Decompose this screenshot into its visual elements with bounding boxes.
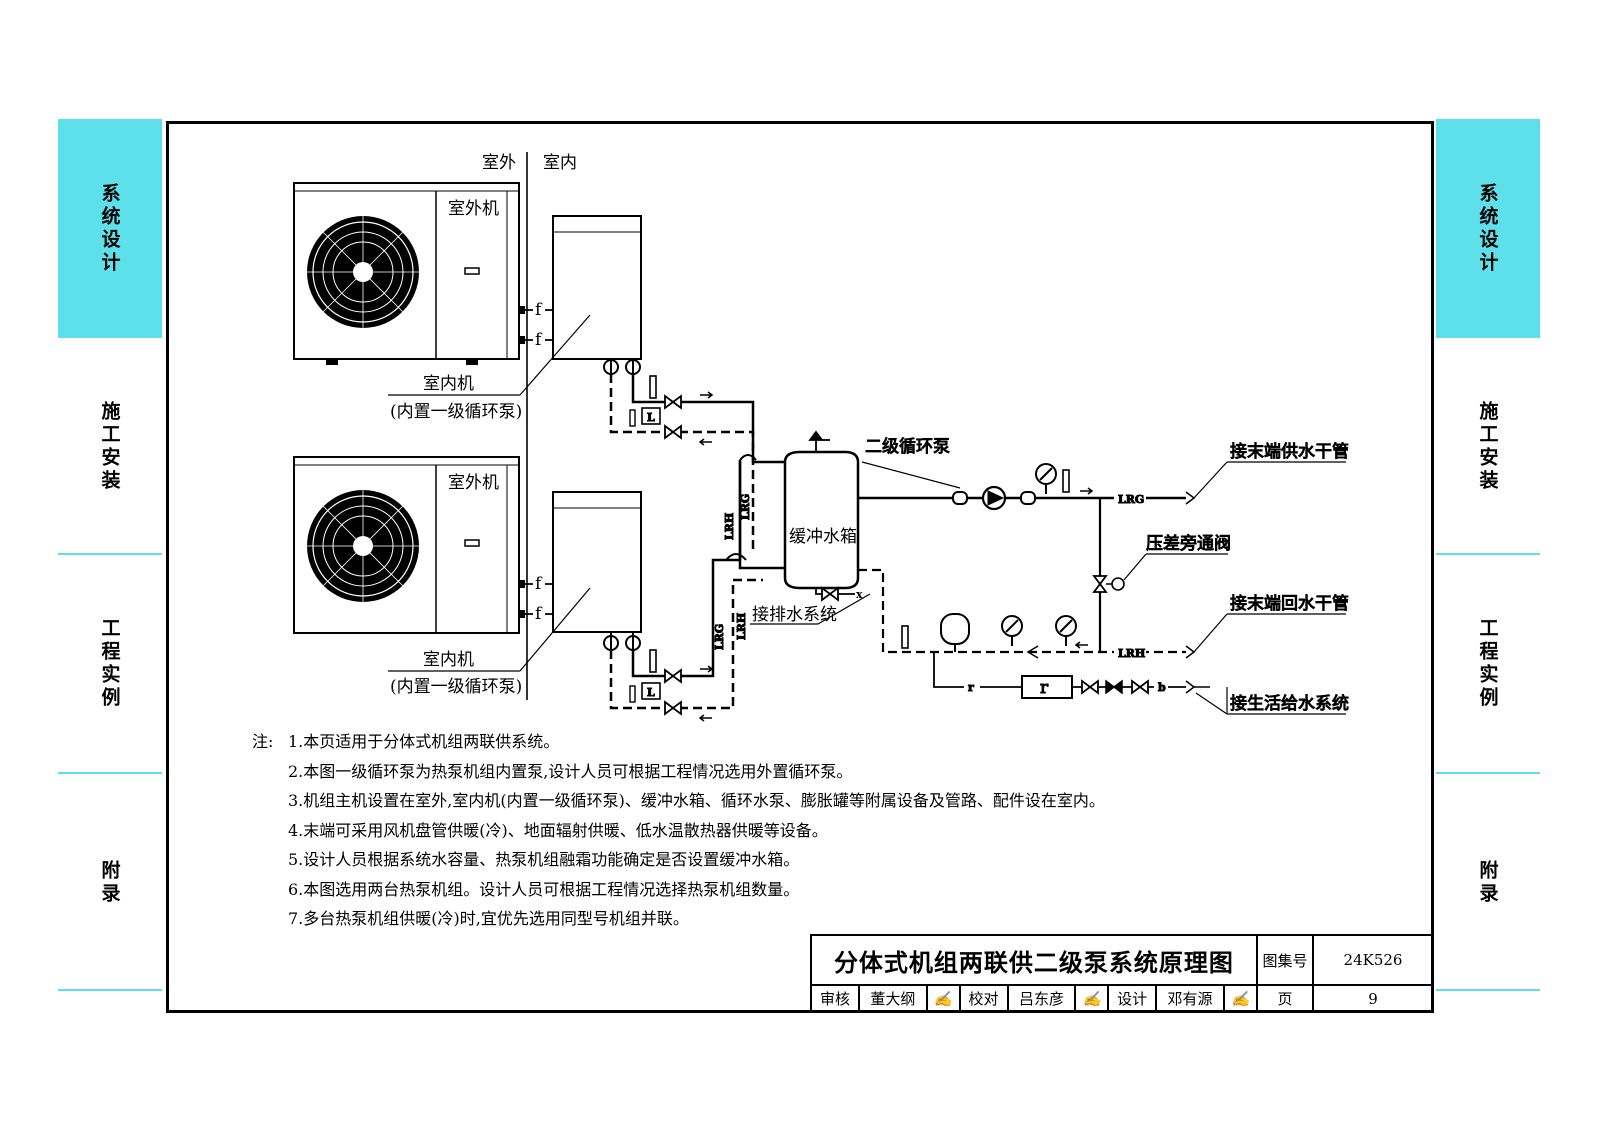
notes-heading: 注:: [252, 732, 274, 751]
check-label: 校对: [958, 984, 1009, 1013]
atlas-label: 图集号: [1255, 934, 1315, 986]
side-tab-construction-left[interactable]: 施工安装: [58, 338, 162, 555]
bypass-valve-label: 压差旁通阀: [1146, 534, 1231, 554]
filter-label: L: [647, 411, 655, 424]
indoor-unit-2: f f 室内机 (内置一级循环泵): [388, 491, 642, 697]
note-item: 6.本图选用两台热泵机组。设计人员可根据工程情况选择热泵机组数量。: [288, 879, 800, 899]
drain-label: 接排水系统: [752, 605, 837, 625]
pipe-lrh-label: LRH: [735, 613, 748, 640]
side-tab-cases-left[interactable]: 工程实例: [58, 555, 162, 772]
side-tab-label: 附录: [1476, 859, 1499, 906]
side-tab-system-design-right[interactable]: 系统设计: [1436, 119, 1540, 338]
reviewer-signature: ✍: [925, 984, 961, 1013]
design-label: 设计: [1107, 984, 1158, 1013]
side-tab-label: 工程实例: [98, 617, 121, 710]
outdoor-unit-label: 室外机: [448, 473, 499, 493]
secondary-loop: 二级循环泵 LRG 接末端供水干管 压差旁通阀 LRH 接末端回水干管: [858, 437, 1350, 715]
pipe-lrg-label: LRG: [739, 494, 752, 520]
side-tab-construction-right[interactable]: 施工安装: [1436, 338, 1540, 555]
designer-signature: ✍: [1223, 984, 1258, 1013]
note-item: 5.设计人员根据系统水容量、热泵机组融霜功能确定是否设置缓冲水箱。: [288, 850, 800, 869]
indoor-unit-sublabel: (内置一级循环泵): [390, 677, 522, 697]
side-tab-label: 施工安装: [98, 400, 121, 493]
pipe-f-label: f: [535, 604, 543, 624]
indoor-unit-label: 室内机: [423, 650, 474, 670]
checker-signature: ✍: [1074, 984, 1110, 1013]
pipe-lrh-label: LRH: [1118, 647, 1145, 660]
checker-name: 吕东彦: [1006, 984, 1077, 1013]
drawing-title: 分体式机组两联供二级泵系统原理图: [810, 934, 1258, 986]
tab-divider: [58, 553, 162, 555]
pipe-lrg-label: LRG: [713, 624, 726, 650]
note-item: 7.多台热泵机组供暖(冷)时,宜优先选用同型号机组并联。: [288, 909, 689, 928]
atlas-number: 24K526: [1312, 934, 1434, 986]
pipe-f-label: f: [535, 300, 543, 320]
note-item: 2.本图一级循环泵为热泵机组内置泵,设计人员可根据工程情况选用外置循环泵。: [288, 761, 853, 781]
softener-label: r: [1040, 678, 1049, 698]
title-block: 分体式机组两联供二级泵系统原理图 图集号 24K526 审核 董大纲 ✍ 校对 …: [810, 934, 1434, 1013]
pipe-lrh-label: LRH: [723, 513, 736, 540]
side-tab-appendix-right[interactable]: 附录: [1436, 774, 1540, 991]
pipe-r-label: r: [968, 681, 974, 694]
domestic-water-label: 接生活给水系统: [1230, 694, 1349, 714]
tab-divider: [58, 989, 162, 991]
secondary-pump-label: 二级循环泵: [865, 437, 950, 457]
main-header-pipes: LRH LRG LRG LRH: [713, 454, 785, 651]
unit-1-piping: L: [609, 374, 755, 553]
outdoor-unit-1: 室外机: [293, 182, 520, 365]
side-tab-label: 系统设计: [98, 182, 121, 275]
filter-label: L: [647, 686, 655, 699]
side-tab-appendix-left[interactable]: 附录: [58, 774, 162, 991]
review-label: 审核: [810, 984, 860, 1013]
pipe-f-label: f: [535, 574, 543, 594]
indoor-unit-1: f f 室内机 (内置一级循环泵): [388, 215, 642, 422]
side-tab-system-design-left[interactable]: 系统设计: [58, 119, 162, 338]
notes-block: 注: 1.本页适用于分体式机组两联供系统。 2.本图一级循环泵为热泵机组内置泵,…: [252, 727, 1105, 934]
drain-x-label: x: [856, 588, 863, 601]
drawing-frame: [166, 121, 1434, 1013]
side-tab-label: 施工安装: [1476, 400, 1499, 493]
tab-divider: [1436, 989, 1540, 991]
side-tab-label: 工程实例: [1476, 617, 1499, 710]
outdoor-unit-label: 室外机: [448, 199, 499, 219]
side-tab-cases-right[interactable]: 工程实例: [1436, 555, 1540, 772]
reviewer-name: 董大纲: [857, 984, 928, 1013]
note-item: 4.末端可采用风机盘管供暖(冷)、地面辐射供暖、低水温散热器供暖等设备。: [288, 820, 828, 840]
zone-outdoor-label: 室外: [482, 153, 516, 173]
note-item: 3.机组主机设置在室外,室内机(内置一级循环泵)、缓冲水箱、循环水泵、膨胀罐等附…: [288, 791, 1105, 810]
indoor-unit-label: 室内机: [423, 374, 474, 394]
buffer-tank: 缓冲水箱 x 接排水系统: [750, 430, 871, 625]
indoor-unit-sublabel: (内置一级循环泵): [390, 402, 522, 422]
designer-name: 邓有源: [1155, 984, 1225, 1013]
note-item: 1.本页适用于分体式机组两联供系统。: [288, 732, 560, 751]
pipe-b-label: b: [1158, 681, 1166, 694]
page-number: 9: [1312, 984, 1434, 1013]
tab-divider: [58, 772, 162, 774]
return-main-label: 接末端回水干管: [1230, 594, 1349, 614]
zone-indoor-label: 室内: [543, 153, 577, 173]
page-label: 页: [1255, 984, 1315, 1013]
pipe-f-label: f: [535, 330, 543, 350]
side-tab-label: 系统设计: [1476, 182, 1499, 275]
pipe-lrg-label: LRG: [1118, 493, 1144, 506]
outdoor-unit-2: 室外机: [293, 456, 520, 634]
supply-main-label: 接末端供水干管: [1230, 442, 1349, 462]
buffer-tank-label: 缓冲水箱: [789, 527, 857, 547]
tab-divider: [1436, 553, 1540, 555]
side-tab-label: 附录: [98, 859, 121, 906]
tab-divider: [1436, 772, 1540, 774]
